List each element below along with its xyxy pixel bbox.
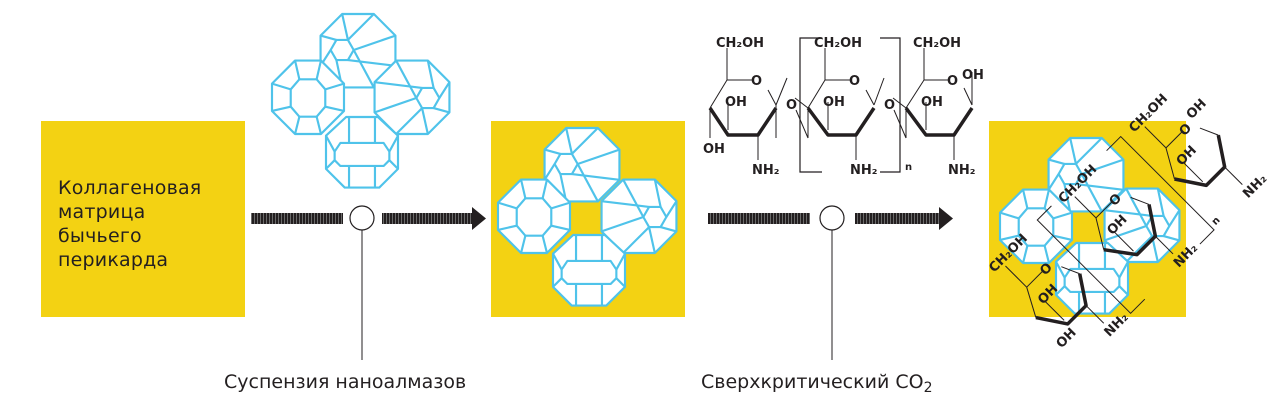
ring-oxygen-label: O bbox=[947, 74, 958, 89]
nh2-label: NH₂ bbox=[752, 163, 779, 178]
collagen-matrix-label: Коллагеновая матрица бычьего перикарда bbox=[58, 176, 201, 272]
chitosan-structure-icon: CH₂OH CH₂OH CH₂OH O O O OH O O OH OH OH … bbox=[703, 36, 984, 178]
nh2-label: NH₂ bbox=[1240, 172, 1270, 202]
caption-main: Сверхкритический CO bbox=[701, 371, 924, 393]
oh-label: OH bbox=[962, 68, 984, 83]
collagen-matrix-box: Коллагеновая матрица бычьего перикарда bbox=[41, 121, 245, 317]
process-node-icon bbox=[819, 205, 845, 231]
process-arrow-2 bbox=[708, 205, 953, 360]
process-node-icon bbox=[349, 205, 375, 231]
nanodiamond-icon bbox=[551, 233, 627, 307]
arrow-shaft-left bbox=[251, 213, 343, 224]
oh-label: OH bbox=[1184, 96, 1210, 122]
ring-oxygen-label: O bbox=[849, 74, 860, 89]
bridge-oxygen-label: O bbox=[786, 98, 797, 113]
nh2-label: NH₂ bbox=[948, 163, 975, 178]
oh-label: OH bbox=[1054, 325, 1080, 351]
arrow-shaft-left bbox=[708, 213, 810, 224]
caption-subscript: 2 bbox=[923, 380, 933, 396]
ring-oxygen-label: O bbox=[1177, 121, 1195, 139]
label-line: Коллагеновая bbox=[58, 177, 202, 199]
label-line: матрица bbox=[58, 201, 146, 223]
label-line: бычьего bbox=[58, 225, 142, 247]
nh2-label: NH₂ bbox=[1102, 310, 1132, 340]
ch2oh-label: CH₂OH bbox=[716, 36, 764, 51]
nanodiamond-icon bbox=[1054, 241, 1130, 315]
repeat-n-label: n bbox=[1210, 215, 1223, 228]
arrow-shaft-right bbox=[382, 213, 472, 224]
nanodiamond-cluster-on-matrix-icon bbox=[496, 126, 678, 307]
oh-label: OH bbox=[725, 95, 747, 110]
repeat-n-label: n bbox=[905, 162, 912, 173]
oh-label: OH bbox=[921, 95, 943, 110]
arrow-head-icon bbox=[939, 207, 953, 230]
oh-label: OH bbox=[703, 142, 725, 157]
nanodiamond-suspension-caption: Суспензия наноалмазов bbox=[224, 371, 467, 393]
oh-label: OH bbox=[1174, 143, 1200, 169]
process-arrow-1 bbox=[251, 205, 486, 360]
arrow-shaft-right bbox=[855, 213, 939, 224]
nanodiamond-cluster-icon bbox=[270, 12, 451, 189]
nanodiamond-icon bbox=[496, 178, 572, 255]
nanodiamond-icon bbox=[324, 115, 400, 189]
supercritical-co2-caption: Сверхкритический CO2 bbox=[701, 371, 932, 396]
oh-label: OH bbox=[823, 95, 845, 110]
ch2oh-label: CH₂OH bbox=[913, 36, 961, 51]
nanodiamond-icon bbox=[270, 59, 346, 136]
ch2oh-label: CH₂OH bbox=[814, 36, 862, 51]
bridge-oxygen-label: O bbox=[884, 98, 895, 113]
ring-oxygen-label: O bbox=[751, 74, 762, 89]
nh2-label: NH₂ bbox=[850, 163, 877, 178]
ch2oh-label: CH₂OH bbox=[1126, 91, 1171, 136]
arrow-head-icon bbox=[472, 207, 486, 230]
label-line: перикарда bbox=[58, 249, 169, 271]
